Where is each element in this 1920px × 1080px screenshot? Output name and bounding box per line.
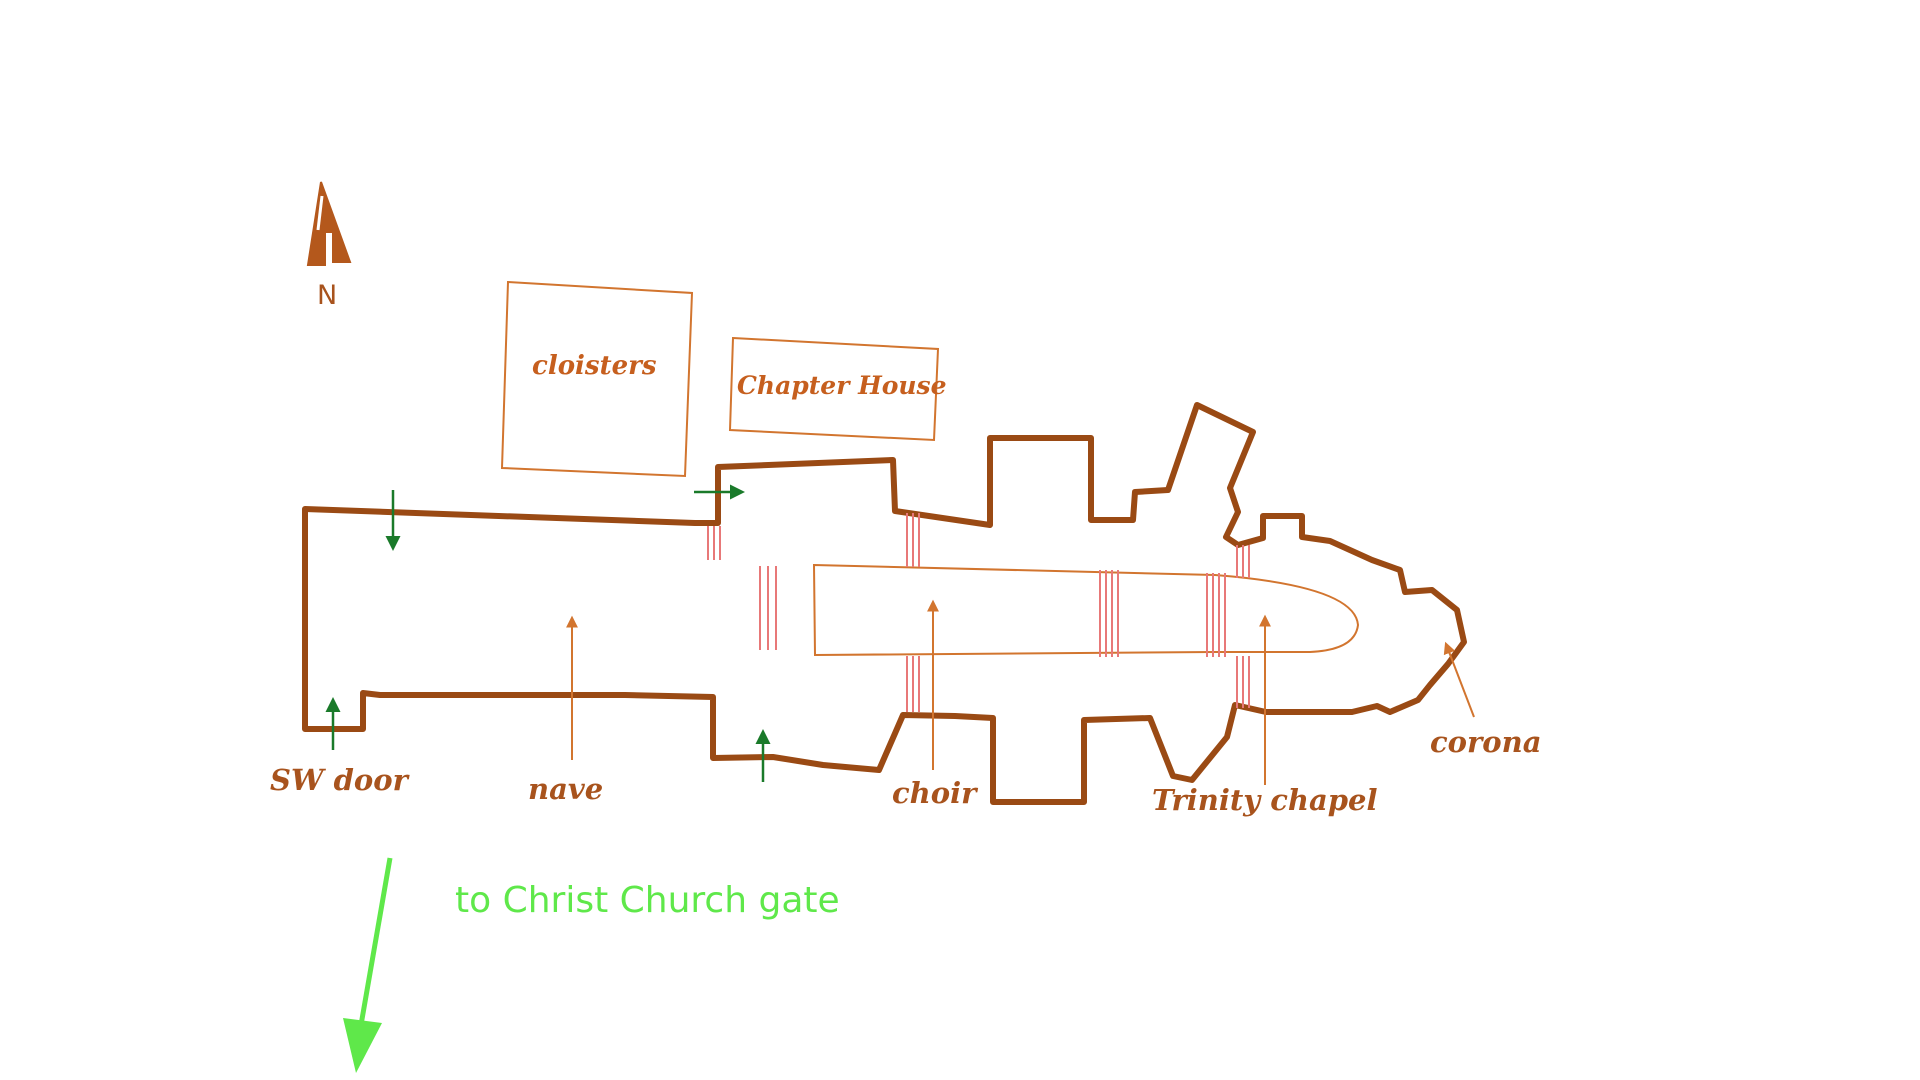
label-pointers	[566, 599, 1475, 785]
choir-enclosure	[812, 563, 1360, 657]
chapter-house-label: Chapter House	[737, 371, 947, 400]
chapter-house-outline	[728, 336, 940, 442]
cloisters-label: cloisters	[532, 351, 657, 381]
north-label: N	[317, 280, 337, 311]
gate-direction-label: to Christ Church gate	[455, 880, 840, 921]
steps-markings	[707, 513, 1250, 712]
door-arrows	[325, 484, 771, 782]
cathedral-outline	[302, 402, 1467, 805]
north-arrow-icon	[306, 181, 352, 266]
corona-pointer	[1443, 641, 1475, 718]
sw-door-label: SW door	[270, 763, 411, 797]
corona-label: corona	[1430, 725, 1542, 759]
trinity-chapel-label: Trinity chapel	[1152, 783, 1378, 817]
choir-label: choir	[892, 776, 979, 810]
cloisters-outline	[500, 280, 694, 478]
nave-label: nave	[528, 772, 603, 806]
gate-direction-arrow-icon	[343, 857, 393, 1073]
